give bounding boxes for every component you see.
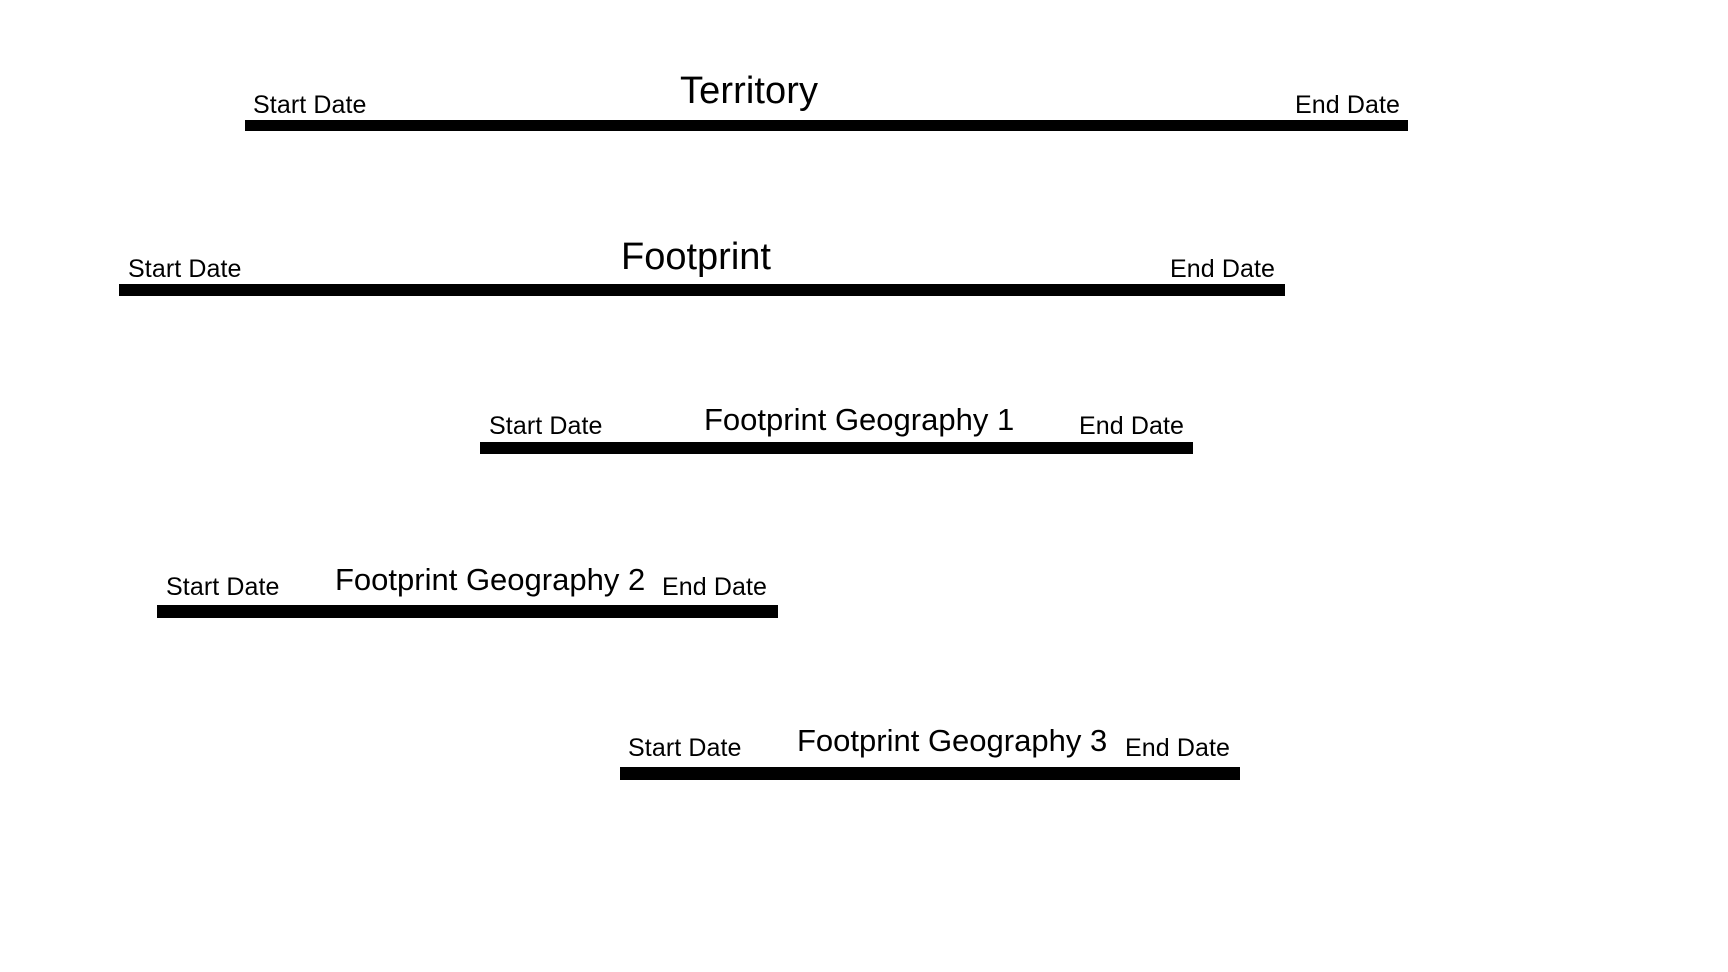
footprint-geography-2-end-date-label: End Date [662,573,768,601]
footprint-geography-3-start-date-label: Start Date [628,734,742,762]
footprint-start-date-label: Start Date [128,255,242,283]
footprint-geography-3-timeline-bar [620,767,1240,780]
territory-timeline-bar [245,120,1408,131]
footprint-geography-1-start-date-label: Start Date [489,412,603,440]
footprint-geography-1-title: Footprint Geography 1 [704,402,1015,437]
territory-end-date-label: End Date [1295,91,1401,119]
footprint-geography-3-title: Footprint Geography 3 [797,723,1108,758]
footprint-geography-2-start-date-label: Start Date [166,573,280,601]
footprint-title: Footprint [621,236,771,278]
footprint-geography-1-timeline-bar [480,442,1193,454]
footprint-end-date-label: End Date [1170,255,1276,283]
territory-start-date-label: Start Date [253,91,367,119]
footprint-timeline-bar [119,284,1285,296]
footprint-geography-3-end-date-label: End Date [1125,734,1231,762]
footprint-geography-2-timeline-bar [157,605,778,618]
footprint-geography-1-end-date-label: End Date [1079,412,1185,440]
territory-title: Territory [680,70,819,112]
footprint-geography-2-title: Footprint Geography 2 [335,562,646,597]
